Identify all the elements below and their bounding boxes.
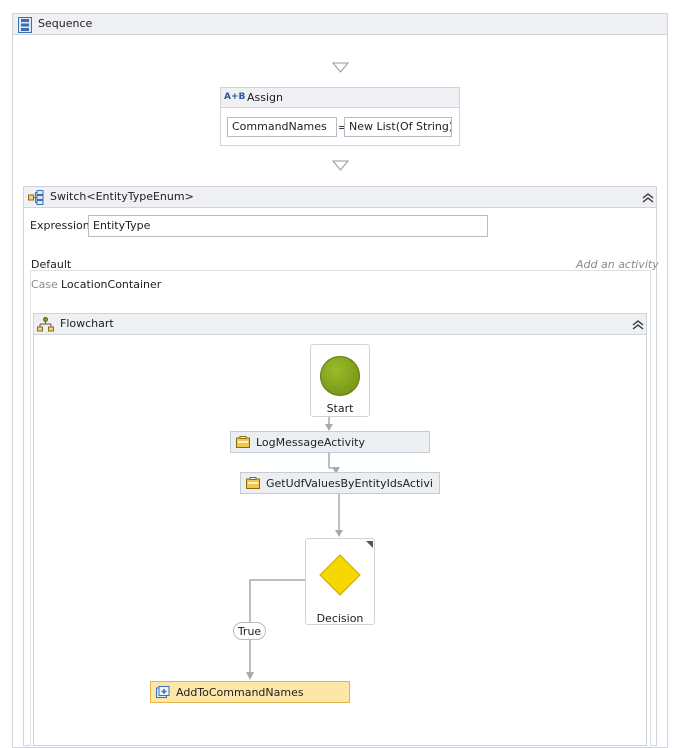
sequence-header[interactable]: Sequence — [12, 13, 668, 35]
sequence-icon — [18, 17, 32, 33]
assign-to-field[interactable]: CommandNames — [227, 117, 337, 137]
decision-label: Decision — [316, 612, 364, 625]
decision-corner-icon — [366, 541, 373, 548]
collapse-flowchart-icon[interactable] — [631, 319, 645, 331]
drop-target-arrow-1[interactable] — [332, 62, 349, 73]
assign-value-field[interactable]: New List(Of String) — [344, 117, 452, 137]
add-activity-link[interactable]: Add an activity — [576, 258, 659, 271]
collapse-switch-icon[interactable] — [641, 192, 655, 204]
sequence-title: Sequence — [38, 17, 93, 30]
switch-title: Switch<EntityTypeEnum> — [50, 190, 194, 203]
activity-label: AddToCommandNames — [176, 686, 304, 699]
activity-label: GetUdfValuesByEntityIdsActivi — [266, 477, 433, 490]
flowchart-header[interactable]: Flowchart — [33, 313, 647, 335]
switch-icon — [28, 190, 44, 205]
assign-icon: A+B — [224, 92, 246, 102]
drop-target-arrow-2[interactable] — [332, 160, 349, 171]
assign-header[interactable]: A+B Assign — [220, 87, 460, 108]
decision-diamond-icon — [319, 554, 361, 596]
get-udf-values-activity[interactable]: GetUdfValuesByEntityIdsActivi — [240, 472, 440, 494]
start-node[interactable]: Start — [310, 344, 370, 417]
add-to-collection-icon — [156, 686, 170, 698]
start-circle-icon — [320, 356, 360, 396]
log-message-activity[interactable]: LogMessageActivity — [230, 431, 430, 453]
case-label: Case — [31, 278, 58, 291]
activity-icon — [246, 477, 260, 489]
assign-operator: = — [338, 121, 348, 134]
flowchart-title: Flowchart — [60, 317, 114, 330]
decision-node[interactable]: Decision — [305, 538, 375, 625]
flowchart-icon — [37, 317, 54, 332]
assign-title: Assign — [247, 91, 283, 104]
true-branch-label[interactable]: True — [233, 622, 266, 640]
add-to-command-names-activity[interactable]: AddToCommandNames — [150, 681, 350, 703]
case-value[interactable]: LocationContainer — [61, 278, 162, 291]
activity-icon — [236, 436, 250, 448]
activity-label: LogMessageActivity — [256, 436, 365, 449]
expression-label: Expression — [30, 219, 90, 232]
expression-field[interactable]: EntityType — [88, 215, 488, 237]
default-label: Default — [31, 258, 72, 271]
true-label-text: True — [237, 625, 262, 638]
switch-header[interactable]: Switch<EntityTypeEnum> — [23, 186, 657, 208]
start-label: Start — [326, 402, 354, 415]
